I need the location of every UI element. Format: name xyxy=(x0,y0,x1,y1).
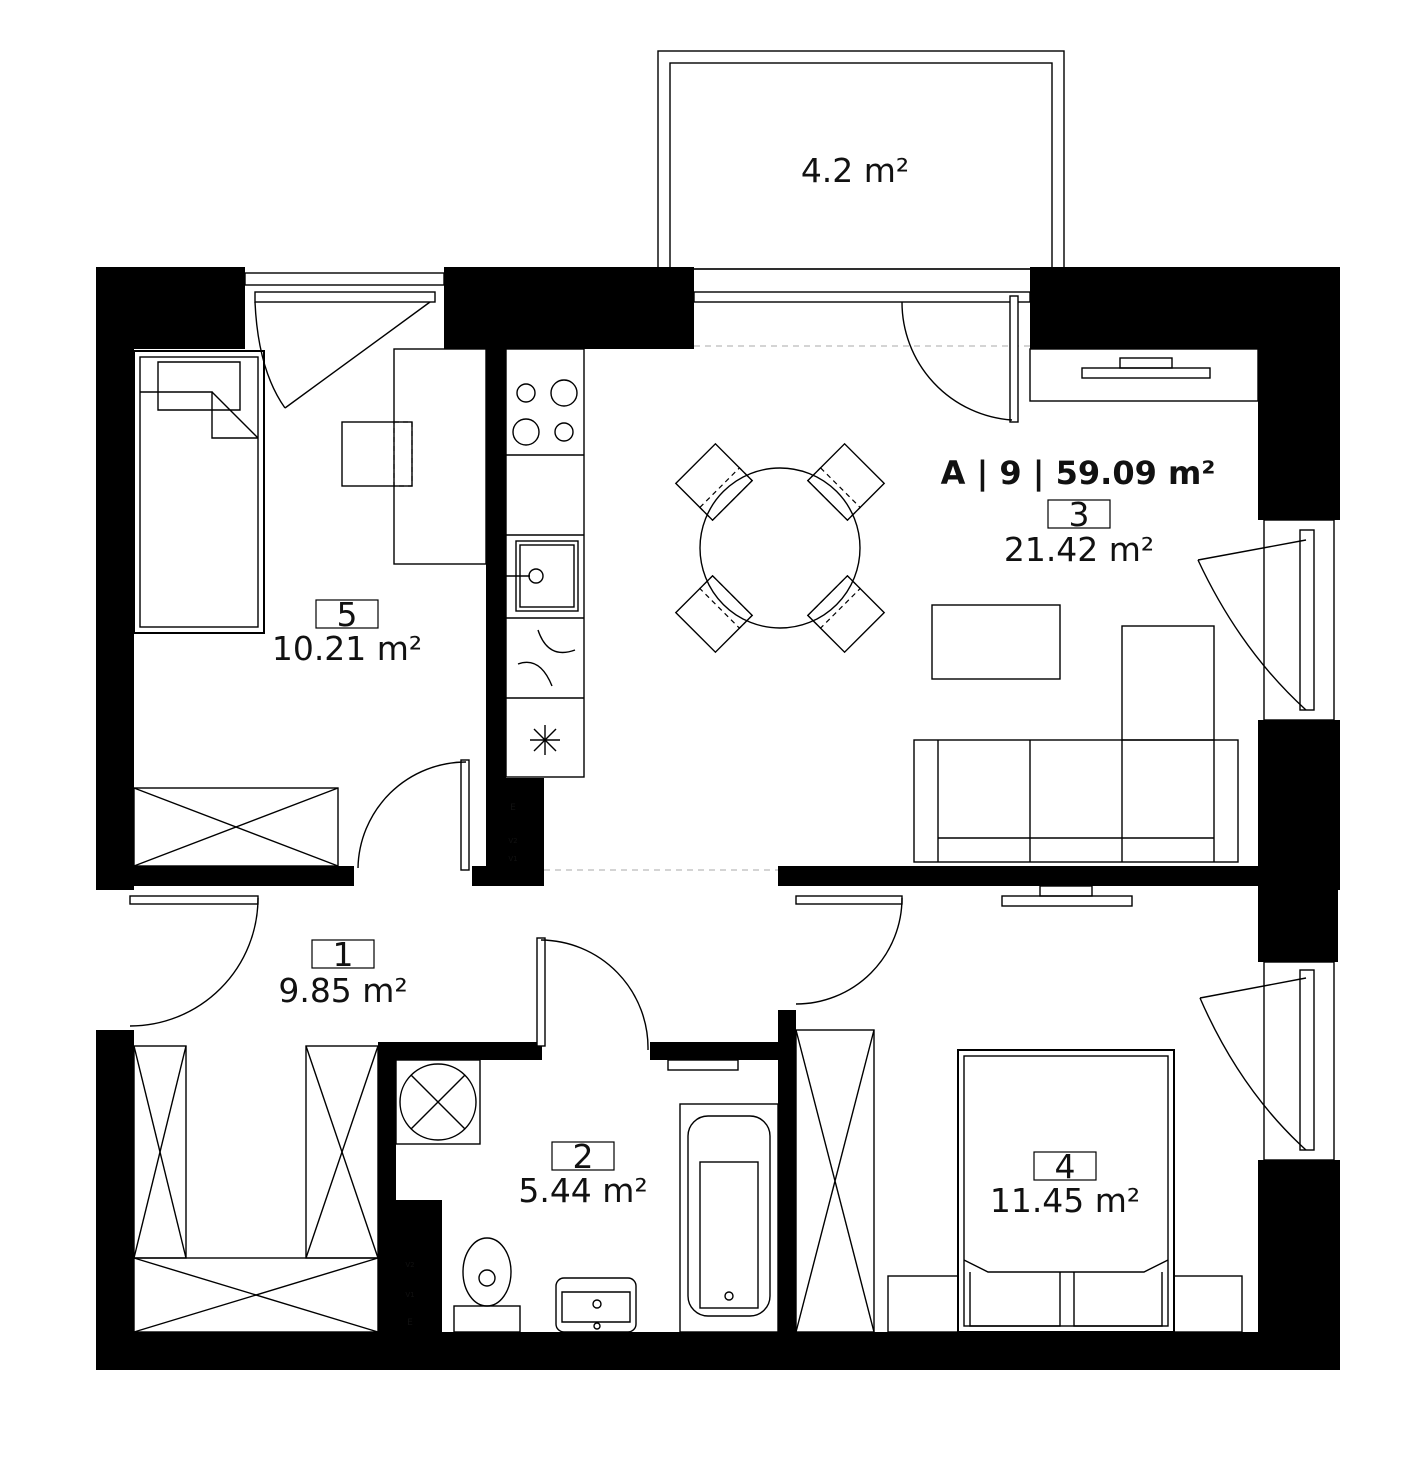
dishwasher-icon xyxy=(517,629,576,687)
room-4-label: 4 11.45 m² xyxy=(990,1147,1140,1220)
windows xyxy=(244,272,1335,1161)
bathtub-icon xyxy=(679,1103,779,1333)
meter-v1-label: V1 xyxy=(508,855,517,863)
room-1-number: 1 xyxy=(333,935,354,974)
room-1-area: 9.85 m² xyxy=(278,971,407,1010)
cooktop-icon xyxy=(512,379,578,446)
radiator-top xyxy=(1029,348,1259,402)
sofa xyxy=(913,625,1239,863)
balcony-area-label: 4.2 m² xyxy=(801,151,909,190)
desk xyxy=(341,348,487,565)
bath-radiator-icon xyxy=(667,1059,739,1071)
toilet-icon xyxy=(453,1237,521,1333)
bath-meter-v1-label: V1 xyxy=(405,1291,414,1299)
room-4-area: 11.45 m² xyxy=(990,1181,1140,1220)
walls xyxy=(96,267,1340,1370)
bathroom-meter-icon: V2 V1 E xyxy=(399,1219,423,1333)
wardrobe-room-5 xyxy=(133,787,339,867)
tv-icon xyxy=(1001,885,1133,907)
meter-e-label: E xyxy=(510,803,516,813)
bed-single xyxy=(133,350,265,634)
room-4-number: 4 xyxy=(1055,1147,1076,1186)
coffee-table xyxy=(931,604,1061,680)
bed-double xyxy=(887,1049,1243,1333)
room-5-label: 5 10.21 m² xyxy=(272,595,422,668)
room-2-label: 2 5.44 m² xyxy=(518,1137,647,1210)
fridge-icon xyxy=(530,725,560,755)
doors xyxy=(129,295,1307,1151)
apartment-title: A | 9 | 59.09 m² xyxy=(941,454,1216,493)
meter-e-icon: E V2 V1 xyxy=(505,798,521,866)
wardrobe-room-4 xyxy=(795,1029,875,1333)
kitchen-counter xyxy=(505,348,585,778)
room-5-number: 5 xyxy=(337,595,358,634)
bath-meter-e-label: E xyxy=(407,1318,413,1328)
washing-machine-icon xyxy=(395,1059,481,1145)
washbasin-icon xyxy=(555,1277,637,1333)
room-2-area: 5.44 m² xyxy=(518,1171,647,1210)
wardrobe-hall xyxy=(133,1045,379,1333)
room-3-area: 21.42 m² xyxy=(1004,530,1154,569)
room-3-label: 3 21.42 m² xyxy=(1004,495,1154,569)
balcony xyxy=(657,50,1065,270)
meter-v2-label: V2 xyxy=(508,837,517,845)
room-3-number: 3 xyxy=(1069,495,1090,534)
room-5-area: 10.21 m² xyxy=(272,629,422,668)
balcony-area: 4.2 m² xyxy=(801,151,909,190)
room-2-number: 2 xyxy=(573,1137,594,1176)
dining-table xyxy=(674,442,886,654)
room-1-label: 1 9.85 m² xyxy=(278,935,407,1010)
bath-meter-v2-label: V2 xyxy=(405,1261,414,1269)
sink-icon xyxy=(506,540,579,612)
